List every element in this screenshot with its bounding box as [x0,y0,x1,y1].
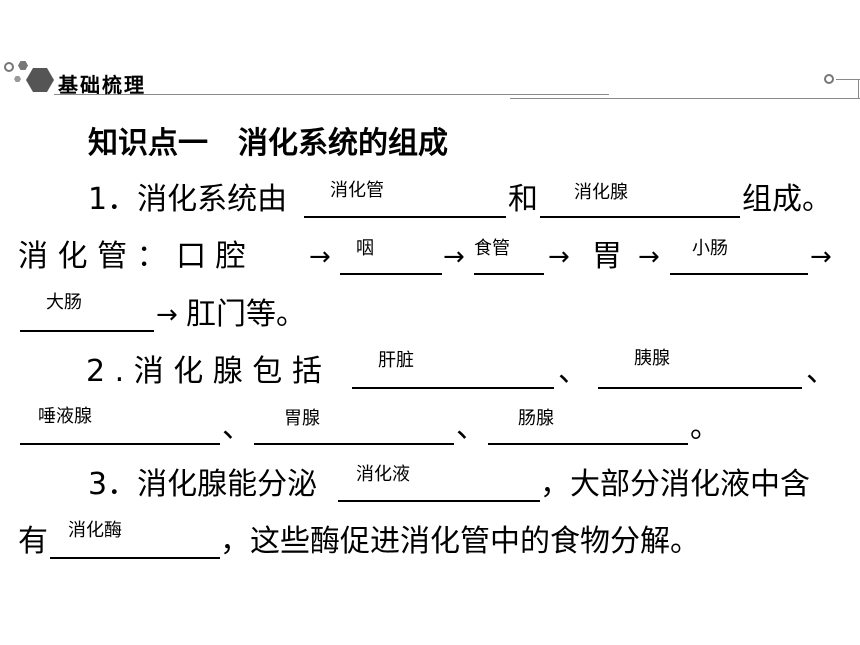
q3-answer-2: 消化酶 [68,520,122,541]
section-label: 基础梳理 [58,73,146,97]
arrow-icon-6: → [156,300,178,330]
q1-blank-4 [474,273,544,275]
q2-answer-5: 肠腺 [518,408,554,429]
q2-answer-4: 胃腺 [284,408,320,429]
q1-blank-1 [304,216,506,218]
ring-icon-right [824,74,834,84]
q1-blank-3 [340,273,442,275]
q1-blank-5 [670,273,808,275]
q1-blank-6 [20,330,154,332]
q1-answer-2: 消化腺 [574,182,628,203]
arrow-icon-5: → [810,242,832,272]
hex-icon-small [18,61,28,70]
q3-answer-1: 消化液 [356,464,410,485]
q3-prefix: 3．消化腺能分泌 [88,467,318,502]
q3-suffix: ，大部分消化液中含 [540,467,810,502]
q1-answer-6: 大肠 [46,292,82,313]
q2-sep-3: 、 [222,410,252,445]
ring-icon-left [4,62,14,72]
knowledge-heading: 知识点一 消化系统的组成 [88,126,448,161]
q3-blank-2 [50,557,220,559]
q2-prefix: 2 . 消 化 腺 包 括 [86,354,322,389]
q2-blank-5 [488,443,688,445]
q2-answer-2: 胰腺 [634,348,670,369]
arrow-icon-2: → [443,242,465,272]
q3-line2-start: 有 [18,524,48,559]
q1-prefix: 1．消化系统由 [88,182,288,217]
q1-answer-4: 食管 [474,238,510,259]
q3-blank-1 [338,500,540,502]
q1-mid: 和 [508,182,538,217]
q1-stomach: 胃 [592,239,622,274]
q1-suffix: 组成。 [742,182,832,217]
q2-blank-4 [254,443,454,445]
q1-line2-start: 消 化 管 ： 口 腔 [18,239,246,274]
q1-answer-5: 小肠 [692,238,728,259]
q1-line3-end: 肛门等。 [186,297,306,332]
q2-blank-2 [598,387,802,389]
q2-end: 。 [690,410,720,445]
hex-icon-large [26,68,54,92]
q2-blank-1 [352,387,554,389]
arrow-icon-4: → [638,242,660,272]
header-right-vertical [858,79,859,99]
q2-sep-2: 、 [806,354,836,389]
q2-sep-4: 、 [456,410,486,445]
q2-answer-3: 唾液腺 [38,406,92,427]
arrow-icon-3: → [548,242,570,272]
header-right-short-line [836,79,860,80]
q2-answer-1: 肝脏 [378,350,414,371]
hex-icon-tiny [14,76,21,82]
q3-line2-end: ，这些酶促进消化管中的食物分解。 [220,524,700,559]
q1-answer-1: 消化管 [330,180,384,201]
q2-sep-1: 、 [558,354,588,389]
header-right-line [510,98,860,99]
q2-blank-3 [20,443,220,445]
q1-answer-3: 咽 [356,238,374,259]
q1-blank-2 [540,216,740,218]
header-top-line [54,94,609,95]
arrow-icon-1: → [309,242,331,272]
